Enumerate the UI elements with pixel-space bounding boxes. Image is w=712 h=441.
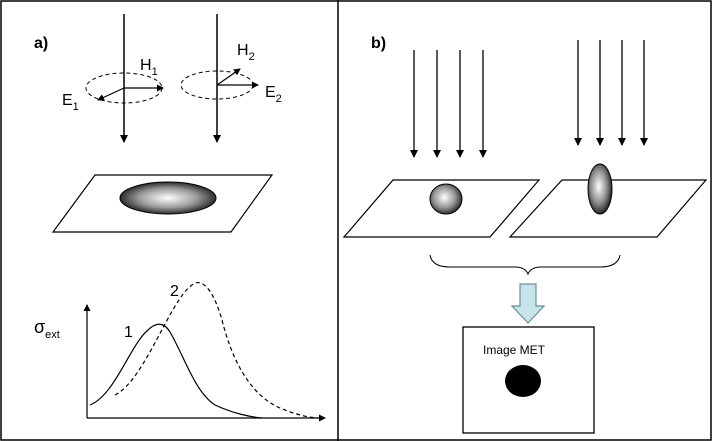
beam-array-left xyxy=(410,50,487,158)
curve-2-label: 2 xyxy=(170,283,179,300)
panel-b: b) Image MET xyxy=(342,35,708,434)
ellipsoid-particle xyxy=(119,181,217,215)
down-arrow-icon xyxy=(510,283,546,324)
e2-label: E2 xyxy=(265,84,282,105)
y-axis-label: σext xyxy=(34,317,60,341)
extinction-plot: σext 1 2 xyxy=(34,281,326,422)
panel-a-label: a) xyxy=(34,35,48,52)
curve-1 xyxy=(89,323,263,419)
h1-label: H1 xyxy=(140,57,158,78)
image-met-title: Image MET xyxy=(483,343,546,357)
oval-particle xyxy=(587,163,613,215)
polarization-2: H2 E2 xyxy=(180,14,282,143)
sphere-particle xyxy=(429,183,463,215)
h-vector-2 xyxy=(216,68,241,86)
particle-shadow xyxy=(505,365,541,397)
beam-array-right xyxy=(574,40,648,146)
curve-2 xyxy=(114,281,319,419)
e-vector-1 xyxy=(97,87,125,101)
panel-b-label: b) xyxy=(371,35,386,52)
panel-a: a) H1 E1 H2 E2 σext 1 xyxy=(34,14,326,422)
h2-label: H2 xyxy=(237,42,255,63)
polarization-1: H1 E1 xyxy=(62,14,164,143)
curve-1-label: 1 xyxy=(124,324,133,341)
curly-brace xyxy=(429,254,621,276)
e1-label: E1 xyxy=(62,92,79,113)
